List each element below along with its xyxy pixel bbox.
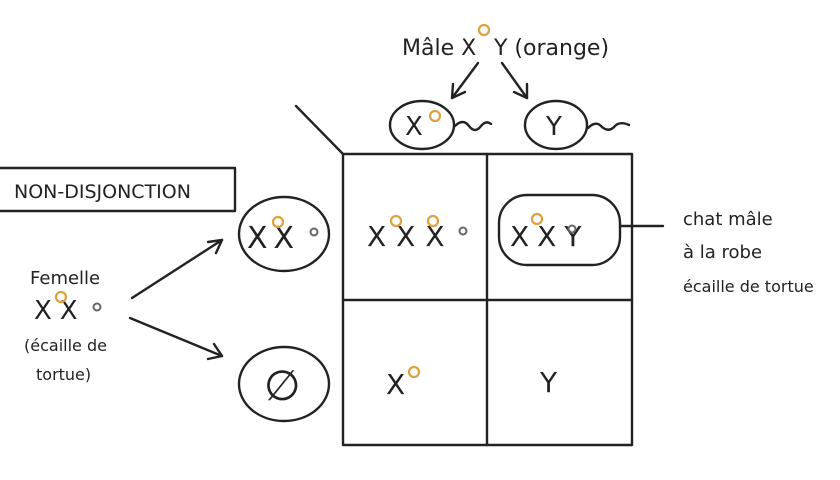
non-disjunction-badge: NON-DISJONCTION [0,166,237,213]
sperm-y: Y [523,99,631,151]
egg-empty-label: ∅ [264,361,301,410]
female-allele-orange [54,290,68,304]
egg-xx-circle [237,195,331,273]
sperm-y-tail [586,122,631,131]
female-arrows [128,238,224,361]
grid-corner-diagonal [294,104,345,156]
sperm-x: X [388,99,493,151]
cell-xxx-label: XXX [367,220,455,253]
cell-xxy-allele-2 [567,224,577,234]
female-label-line-3: (écaille de [24,336,107,355]
cell-xxy: XXY [497,193,665,267]
egg-xx-allele-1 [271,215,285,229]
male-parent-label: Mâle X Y (orange) [402,23,609,61]
female-label-line-4: tortue) [36,365,91,384]
arrowhead-y-sperm [512,82,529,100]
cell-x-orange-allele [407,365,421,379]
egg-empty-circle [237,345,331,423]
cell-xxy-allele-1 [530,212,544,226]
sperm-y-head [523,99,589,151]
male-arrows [450,61,529,100]
cell-xxx-allele-3 [458,226,468,236]
sperm-x-label: X [405,112,423,142]
sperm-x-head [388,99,456,151]
annotation-line-1: chat mâle [683,209,773,230]
sperm-x-orange-allele [428,109,442,123]
egg-xx: XX [237,195,331,273]
egg-xx-label: XX [247,221,300,256]
male-label-prefix: Mâle X [402,36,476,61]
male-label-suffix: Y (orange) [493,36,609,61]
female-parent-label: Femelle XX (écaille de tortue) [24,268,107,384]
arrowhead-egg-xx [206,238,224,255]
annotation-line-3: écaille de tortue [683,277,814,296]
sperm-x-tail [453,120,493,132]
annotation-line-2: à la robe [683,242,762,263]
arrow-to-x-sperm [450,61,480,100]
arrow-to-egg-xx [130,238,224,300]
female-label-line-1: Femelle [30,268,100,289]
cell-xxx-allele-1 [389,214,403,228]
annotation: chat mâle à la robe écaille de tortue [683,209,814,296]
egg-empty: ∅ [237,345,331,423]
cell-x-label: X [386,368,405,401]
arrowhead-x-sperm [450,82,467,100]
sperm-y-label: Y [545,112,562,142]
egg-xx-allele-2 [309,227,319,237]
arrowhead-egg-empty [206,342,224,361]
cell-xxx: XXX [367,214,468,253]
cell-xxx-allele-2 [426,214,440,228]
arrow-to-y-sperm [500,61,529,100]
arrow-to-egg-empty [128,316,224,358]
cell-x: X [386,365,421,401]
punnett-grid [294,104,634,447]
orange-allele-marker [477,23,491,37]
cell-xxy-label: XXY [510,220,589,253]
badge-box [0,166,237,213]
badge-label: NON-DISJONCTION [14,181,191,203]
female-label-line-2: XX [34,296,86,326]
cell-y-label: Y [539,366,558,399]
cell-xxy-highlight [497,193,622,267]
female-allele-black [92,302,102,312]
